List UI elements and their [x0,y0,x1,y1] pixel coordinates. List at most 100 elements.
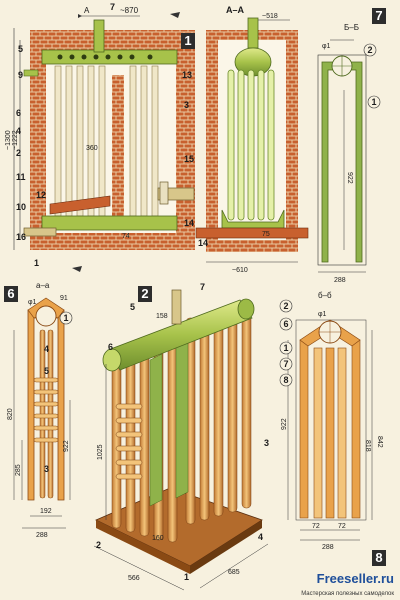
figure-badges: 1 7 6 2 8 [4,8,386,566]
badge-fig7-text: 7 [375,8,382,23]
fig2-label-6: 6 [108,342,113,352]
fig2-label-4: 4 [258,532,263,542]
fig7-callout-2: 2 [367,45,372,55]
fig2-dim-base3: 160 [152,535,164,542]
fig8-dim-cell-1: 72 [312,523,320,530]
fig6-dim-w2: 288 [36,532,48,539]
watermark-subtitle: Мастерская полезных самоделок [301,591,394,597]
fig6-label-3: 3 [44,464,49,474]
fig1-label-15: 15 [184,154,194,164]
fig6-dim-top-small: 91 [60,295,68,302]
fig8-callout-2: 2 [283,301,288,311]
fig2-label-5: 5 [130,302,135,312]
fig6-section-title: а–а [36,281,50,290]
badge-fig1 [181,33,195,49]
fig2-dim-base2: 566 [128,575,140,582]
bottom-collector [41,215,178,231]
aa-tubes [227,69,275,221]
section-arrow-bottom [72,266,82,272]
aa-outlet-pipe [247,17,259,49]
fig7-dim-phi: φ1 [322,43,331,50]
fig8-callout-6: 6 [283,319,288,329]
fig1-label-4: 4 [16,126,21,136]
fig2-dim-height: 1025 [97,444,104,460]
figure-1-boiler-section [13,12,195,272]
badge-fig1-text: 1 [184,33,191,48]
fig7-u-profile [321,61,363,263]
fig1-dim-height-total: ~1300 [5,130,12,150]
grate [49,195,111,215]
fig7-section-title: Б–Б [344,23,359,32]
fig1-label-13: 13 [182,70,192,80]
fig8-dim-h3: 818 [364,440,371,452]
fig1-label-7: 7 [110,2,115,12]
fig8-section-title: б–б [318,291,332,300]
fig8-dim-h1: 922 [281,418,288,430]
badge-fig6 [4,286,18,302]
figaa-dim-bottom: ~610 [232,267,248,274]
fig8-dim-cell-2: 72 [338,523,346,530]
fig1-dim-bottom: 74 [122,233,130,240]
fig6-dim-phi: φ1 [28,299,37,306]
flue-collar [159,181,169,205]
fig8-tubes [299,339,361,519]
figure-section-aa [195,17,309,263]
inner-brick-wall [112,75,124,225]
fig2-label-7: 7 [200,282,205,292]
aa-base [195,227,309,239]
fig1-dim-height-inner: ~1222 [12,130,19,150]
supply-stub [23,69,39,77]
fig6-label-4: 4 [44,344,49,354]
fig1-label-12: 12 [36,190,46,200]
fig1-label-10: 10 [16,202,26,212]
fig6-collector-circle [35,305,57,327]
fig2-back-tubes [185,301,252,525]
badge-fig8-text: 8 [375,550,382,565]
fig7-outline [317,54,367,266]
figure-2-heat-exchanger [93,289,269,591]
collector-holes [57,54,153,60]
fig8-callout-8: 8 [283,375,288,385]
fig1-label-5: 5 [18,44,23,54]
fig7-dim-height: 922 [346,172,353,184]
fig6-callout-1: 1 [63,313,68,323]
badge-fig2-text: 2 [141,286,148,301]
fig6-coil [33,377,59,443]
fig7-dim-width: 288 [334,277,346,284]
fig1-dim-inner: 360 [86,145,98,152]
fig2-annotations: 158 1025 685 566 160 7 5 3 4 2 1 6 [96,282,269,582]
fig1-label-1: 1 [34,258,39,268]
fig2-label-1: 1 [184,572,189,582]
figaa-title: A–A [226,5,245,15]
fig8-dim-phi: φ1 [318,311,327,318]
fig2-green-panels [149,339,189,507]
fig1-annotations: ~870 A ~1300 ~1222 360 74 7 5 9 13 6 4 3… [5,2,194,268]
fig2-outlet-pipe [171,289,182,325]
fig1-section-mark: A [84,6,90,15]
fig8-dim-total: 288 [322,544,334,551]
fig2-label-3: 3 [264,438,269,448]
figure-6-section [13,297,71,529]
figaa-dim-base: 75 [262,231,270,238]
fig6-dim-h3: 922 [63,440,70,452]
figaa-dim-top: ~518 [262,13,278,20]
fig8-outline [295,319,367,521]
badge-fig8 [372,550,386,566]
fig1-dim-top: ~870 [120,6,139,15]
fig1-label-3: 3 [184,100,189,110]
figure-7-section [317,39,367,273]
return-pipe [23,227,57,237]
fig6-dim-w1: 192 [40,508,52,515]
fig6-label-5: 5 [44,366,49,376]
fig1-label-11: 11 [16,172,26,182]
fig6-dim-h2: 285 [15,464,22,476]
figaa-label-14: 14 [198,238,208,248]
figaa-annotations: A–A ~518 ~610 75 14 [198,5,278,274]
fig7-callout-1: 1 [371,97,376,107]
fig1-label-2: 2 [16,148,21,158]
fig6-dim-h1: 820 [7,408,14,420]
outlet-pipe [93,19,105,53]
fig1-label-14: 14 [184,218,194,228]
